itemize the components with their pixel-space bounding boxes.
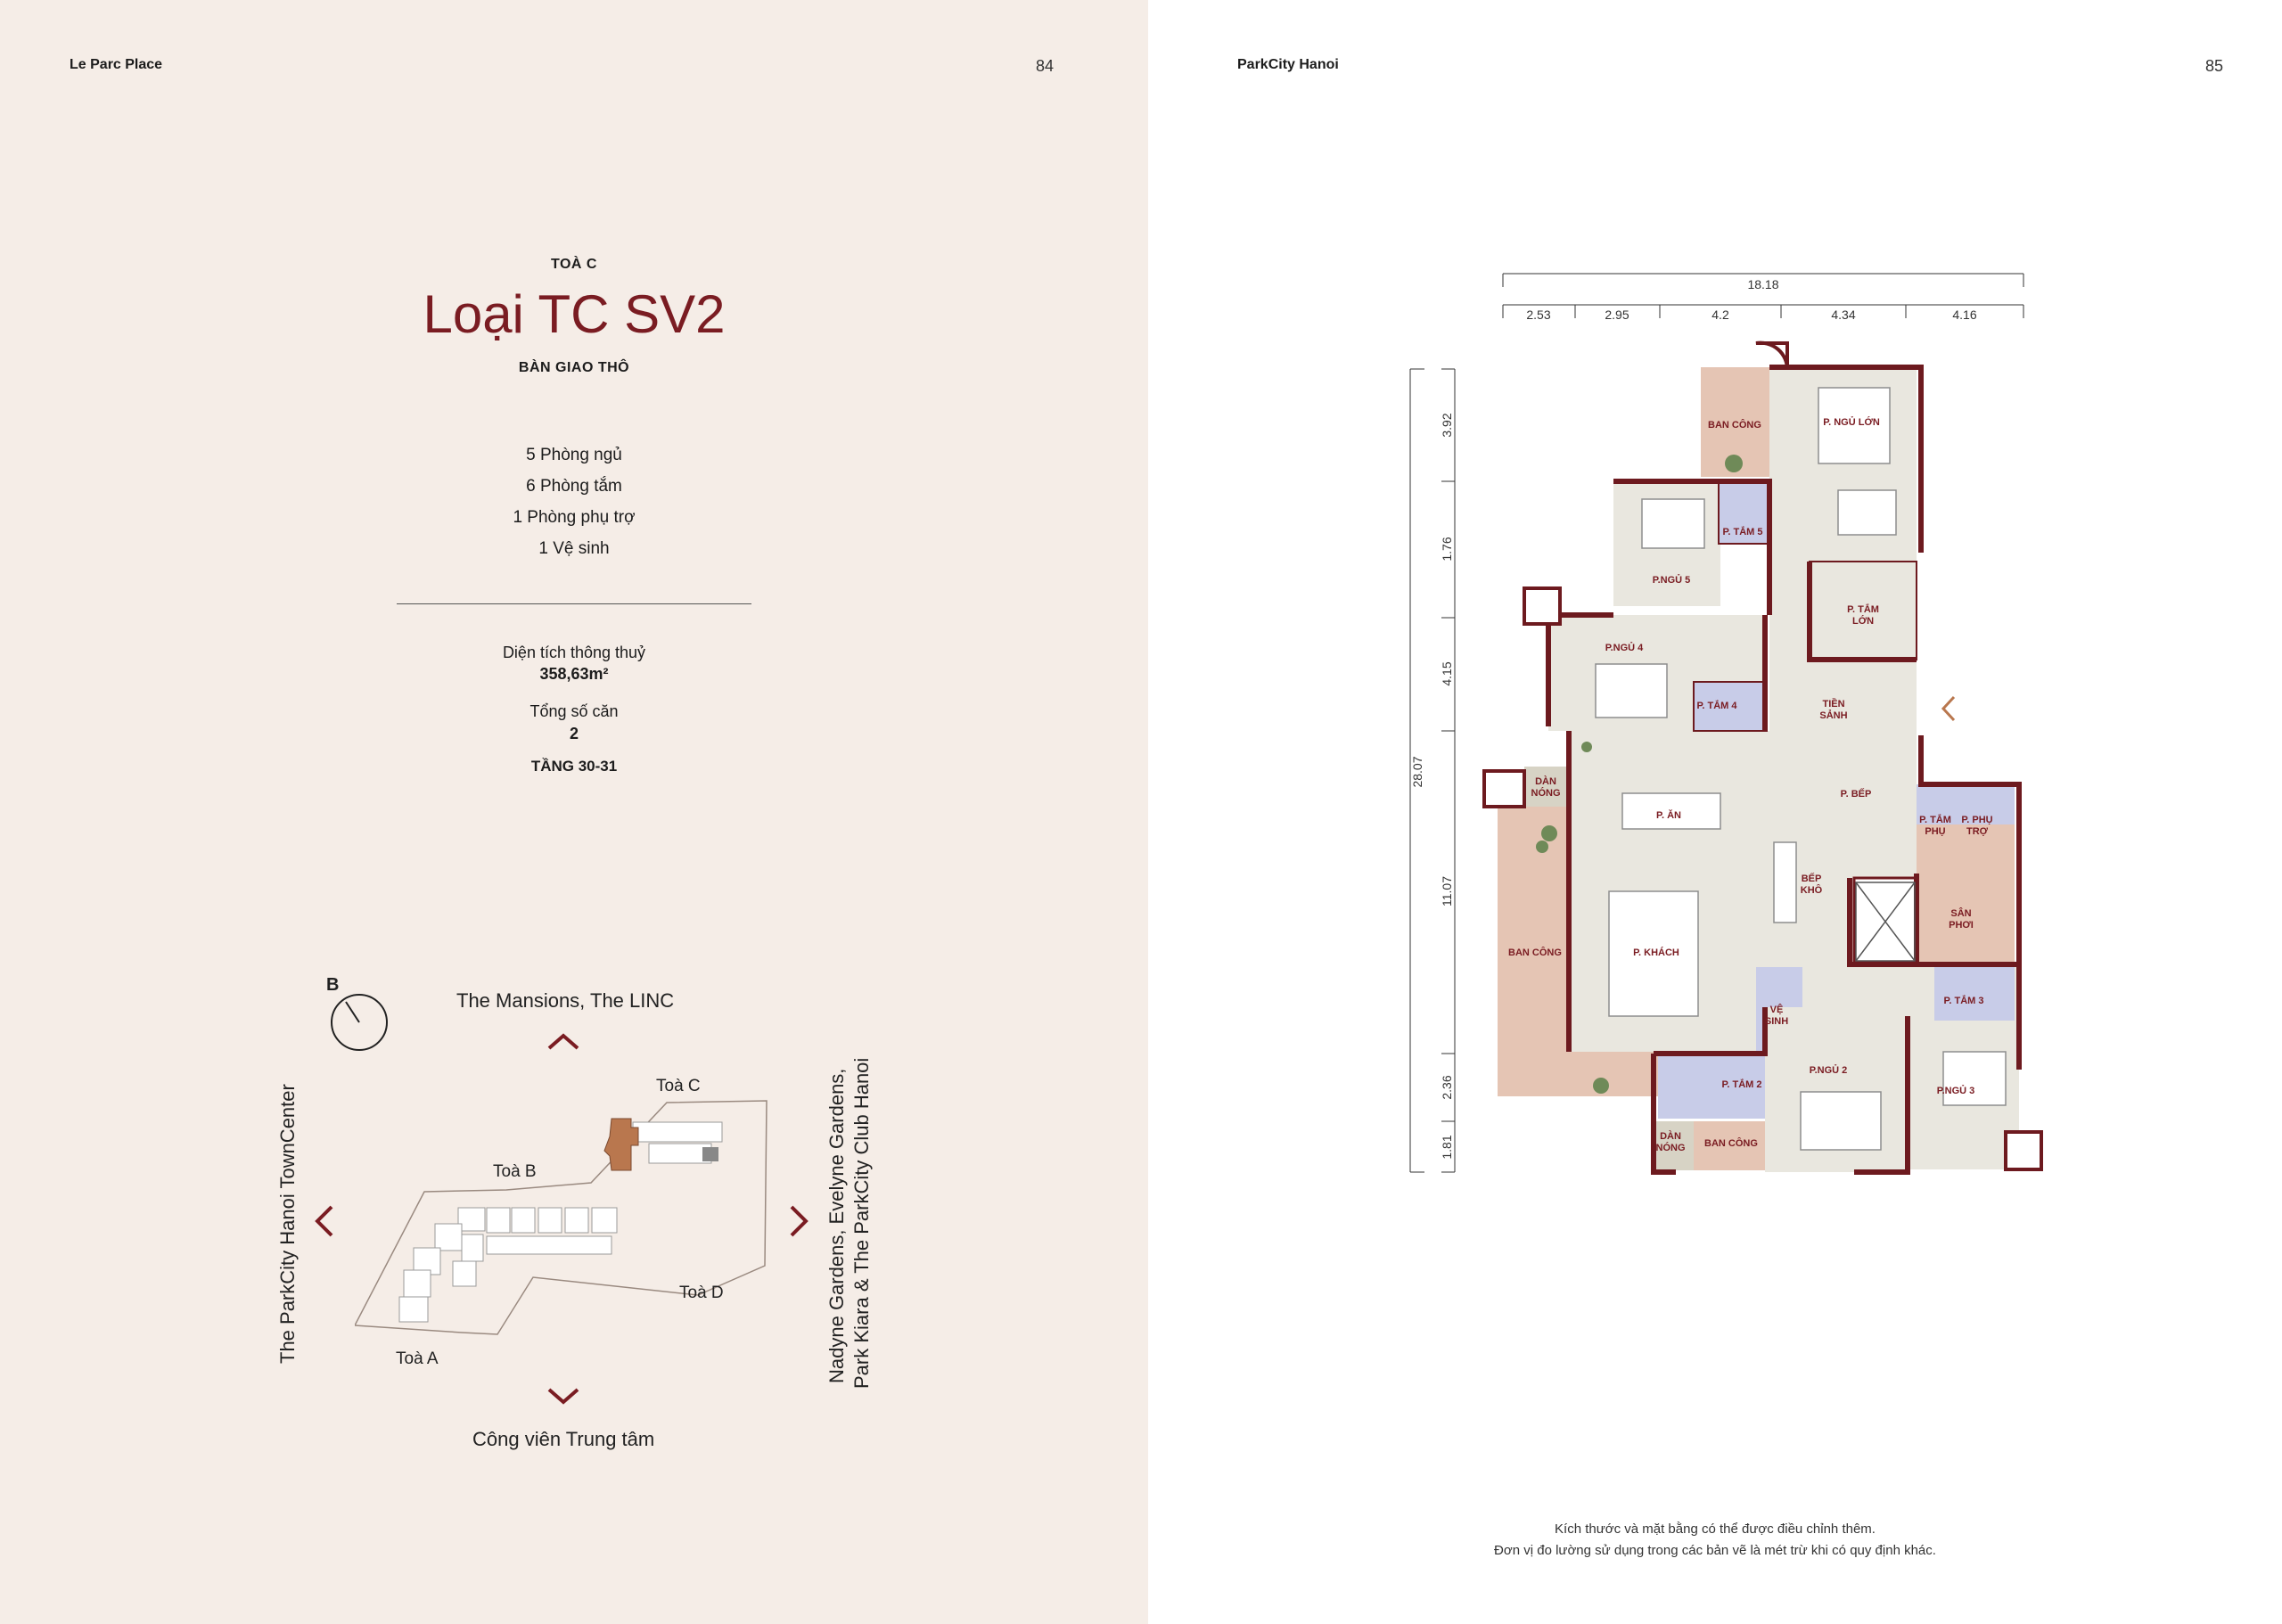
room-label: P.NGỦ 3 (1937, 1085, 1975, 1096)
room-label: TRỢ (1966, 826, 1989, 837)
toa-b-label: Toà B (493, 1162, 537, 1181)
page-title: Loại TC SV2 (423, 284, 726, 344)
chevron-right-icon (790, 1205, 809, 1237)
dim-total-v: 28.07 (1410, 756, 1424, 787)
room-label: BAN CÔNG (1704, 1137, 1758, 1149)
room-label: DÀN (1660, 1130, 1681, 1142)
room-label: TIỀN (1822, 698, 1844, 709)
room-label: NÓNG (1531, 787, 1561, 799)
dim-left: 1.76 (1440, 537, 1454, 561)
room-label: PHỤ (1925, 826, 1945, 837)
left-page-number: 84 (1036, 57, 1055, 75)
room-label: SÂN (1950, 907, 1971, 919)
room-label: VỆ (1770, 1004, 1784, 1015)
room-label: BAN CÔNG (1508, 947, 1562, 958)
room-label: P. KHÁCH (1633, 947, 1679, 958)
room-label: P.NGỦ 5 (1653, 574, 1691, 586)
room-label: P. TẮM 2 (1721, 1079, 1761, 1090)
chevron-left-icon (315, 1205, 333, 1237)
room-list: 5 Phòng ngủ 6 Phòng tắm 1 Phòng phụ trợ … (396, 439, 752, 564)
room-label: P. TẮM 3 (1943, 995, 1983, 1006)
left-header: Le Parc Place (70, 57, 163, 72)
map-top-label: The Mansions, The LINC (456, 989, 675, 1012)
left-page: Le Parc Place 84 TOÀ C Loại TC SV2 BÀN G… (0, 0, 1148, 1624)
dim-top: 4.34 (1831, 308, 1855, 322)
area-label: Diện tích thông thuỷ (502, 644, 646, 661)
floors-label: TẦNG 30-31 (530, 758, 618, 775)
room-label: KHÔ (1801, 884, 1823, 896)
dim-left: 1.81 (1440, 1135, 1454, 1159)
dim-top: 4.16 (1952, 308, 1976, 322)
compass-icon (331, 994, 388, 1051)
room-label: PHƠI (1949, 920, 1974, 931)
toa-a-label: Toà A (396, 1349, 439, 1368)
units-value: 2 (569, 725, 579, 742)
room-label: P. TẮM (1847, 603, 1879, 615)
north-label: B (326, 975, 340, 995)
map-right-label-1: Nadyne Gardens, Evelyne Gardens, (825, 1068, 848, 1383)
room-item: 1 Phòng phụ trợ (513, 508, 636, 527)
room-item: 5 Phòng ngủ (526, 446, 622, 464)
dim-left: 4.15 (1440, 661, 1454, 685)
room-label: BAN CÔNG (1708, 419, 1761, 431)
dim-left: 2.36 (1440, 1075, 1454, 1099)
right-header: ParkCity Hanoi (1237, 57, 1339, 72)
dim-left: 3.92 (1440, 413, 1454, 437)
dim-top: 4.2 (1712, 308, 1729, 322)
toa-c-label: Toà C (656, 1077, 701, 1095)
right-page-number: 85 (2205, 57, 2224, 75)
entrance-chevron-icon (1941, 695, 1956, 722)
floor-plan: 18.18 2.53 2.95 4.2 4.34 4.16 28.07 3.92… (1409, 273, 2043, 1175)
divider (397, 603, 751, 604)
toa-d-label: Toà D (679, 1284, 724, 1302)
map-left-label: The ParkCity Hanoi TownCenter (276, 1084, 299, 1364)
site-plan (355, 1100, 768, 1335)
dim-left: 11.07 (1440, 876, 1454, 906)
room-label: SINH (1765, 1016, 1788, 1027)
room-label: P. BẾP (1841, 788, 1872, 800)
room-label: P.NGỦ 2 (1810, 1064, 1848, 1076)
room-label: DÀN (1535, 775, 1556, 787)
room-label: BẾP (1802, 873, 1822, 884)
room-item: 6 Phòng tắm (526, 477, 622, 496)
note-line-2: Đơn vị đo lường sử dụng trong các bản vẽ… (1494, 1543, 1936, 1558)
room-label: P. ĂN (1656, 809, 1681, 821)
room-label: LỚN (1852, 615, 1874, 627)
room-label: SẢNH (1819, 709, 1847, 721)
room-label: P. PHỤ (1961, 815, 1992, 825)
area-value: 358,63m² (539, 665, 609, 683)
dim-top: 2.95 (1605, 308, 1629, 322)
room-label: P. TẮM 4 (1696, 700, 1737, 711)
dim-top: 2.53 (1526, 308, 1550, 322)
map-bottom-label: Công viên Trung tâm (472, 1428, 655, 1450)
room-item: 1 Vệ sinh (538, 539, 610, 558)
room-label: P. TẮM 5 (1722, 526, 1762, 537)
units-label: Tổng số căn (529, 702, 619, 720)
building-label: TOÀ C (551, 257, 597, 272)
chevron-up-icon (547, 1033, 579, 1050)
room-label: NÓNG (1656, 1142, 1686, 1153)
map-right-label-2: Park Kiara & The ParkCity Club Hanoi (850, 1057, 873, 1389)
note-line-1: Kích thước và mặt bằng có thể được điều … (1555, 1521, 1876, 1537)
dim-total-h: 18.18 (1747, 277, 1778, 291)
room-label: P. TẮM (1919, 814, 1951, 825)
room-label: P.NGỦ 4 (1605, 642, 1644, 653)
chevron-down-icon (547, 1388, 579, 1405)
handover-label: BÀN GIAO THÔ (518, 360, 630, 375)
room-label: P. NGỦ LỚN (1823, 416, 1880, 428)
